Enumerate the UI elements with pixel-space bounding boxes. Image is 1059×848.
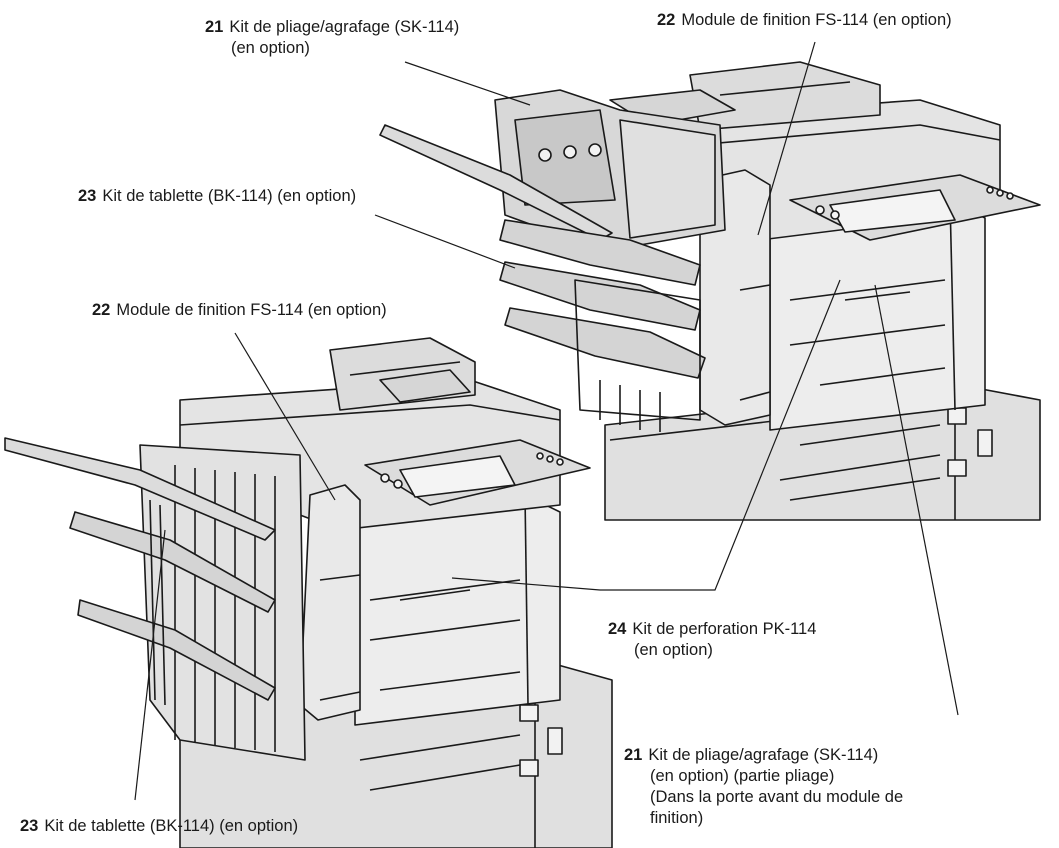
callout-23-bottom: 23 Kit de tablette (BK-114) (en option) [20,816,298,837]
machine-upper-right [379,61,1041,521]
leader-lines [134,41,959,801]
callout-number: 22 [92,301,111,319]
callout-22-top: 22 Module de finition FS-114 (en option) [657,10,952,31]
callout-number: 24 [608,620,627,638]
machine-lower-left [4,337,613,848]
callout-text: Kit de perforation PK-114 [632,620,817,638]
callout-number: 22 [657,11,676,29]
callout-number: 21 [624,746,643,764]
callout-text: Module de finition FS-114 (en option) [681,11,952,29]
leader-23-top [374,214,516,269]
callout-text: Kit de pliage/agrafage (SK-114) [648,746,879,764]
callout-number: 21 [205,18,224,36]
callout-text: (en option) [231,39,310,57]
callout-text: Kit de tablette (BK-114) (en option) [44,817,299,835]
leader-21-bottom [874,284,959,716]
leader-24-lower [451,577,601,591]
leader-21-top [404,61,531,106]
callout-text: (en option) (partie pliage) [650,767,835,785]
leader-24-upper [600,279,841,591]
callout-23-top: 23 Kit de tablette (BK-114) (en option) [78,186,356,207]
callout-text: (Dans la porte avant du module de [650,788,904,806]
callout-text: finition) [650,809,704,827]
callout-22-mid: 22 Module de finition FS-114 (en option) [92,300,387,321]
callout-number: 23 [20,817,39,835]
callout-text: Module de finition FS-114 (en option) [116,301,387,319]
callout-21-top: 21 Kit de pliage/agrafage (SK-114) (en op… [205,17,459,59]
leader-22-mid [234,332,336,501]
callout-21-bottom: 21 Kit de pliage/agrafage (SK-114) (en op… [624,745,903,829]
callout-text: Kit de tablette (BK-114) (en option) [102,187,357,205]
callout-text: Kit de pliage/agrafage (SK-114) [229,18,460,36]
leader-22-top [757,41,816,236]
callout-text: (en option) [634,641,713,659]
leader-23-bottom [134,529,166,801]
callout-24: 24 Kit de perforation PK-114 (en option) [608,619,816,661]
callout-number: 23 [78,187,97,205]
